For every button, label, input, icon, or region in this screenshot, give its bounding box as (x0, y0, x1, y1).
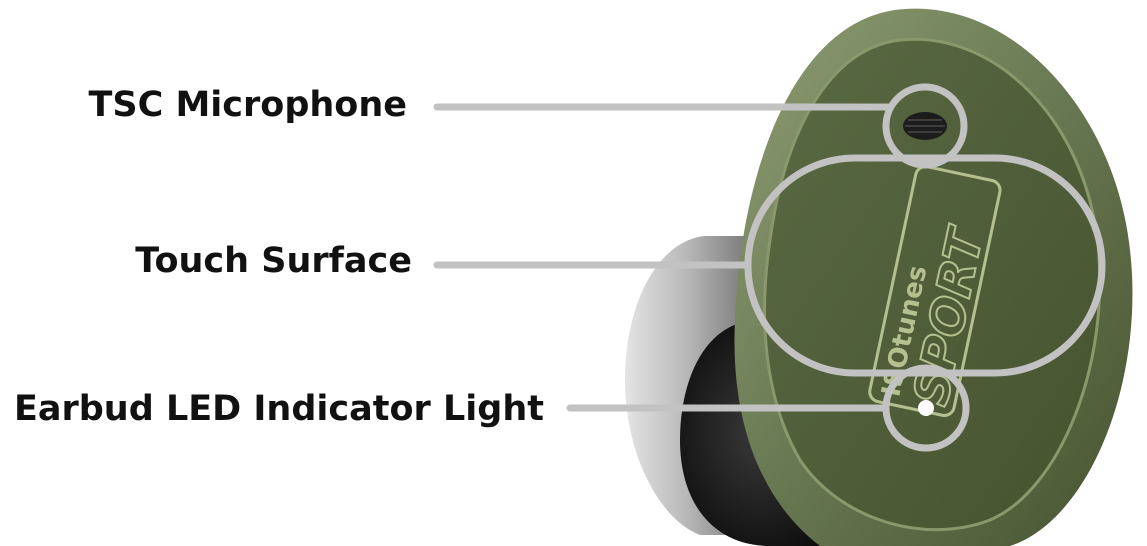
callout-label-tsc-microphone: TSC Microphone (88, 88, 407, 123)
microphone-grille (903, 112, 947, 140)
callout-label-touch-surface: Touch Surface (135, 244, 412, 279)
led-dot (918, 400, 934, 416)
callout-label-led-indicator: Earbud LED Indicator Light (14, 392, 544, 427)
